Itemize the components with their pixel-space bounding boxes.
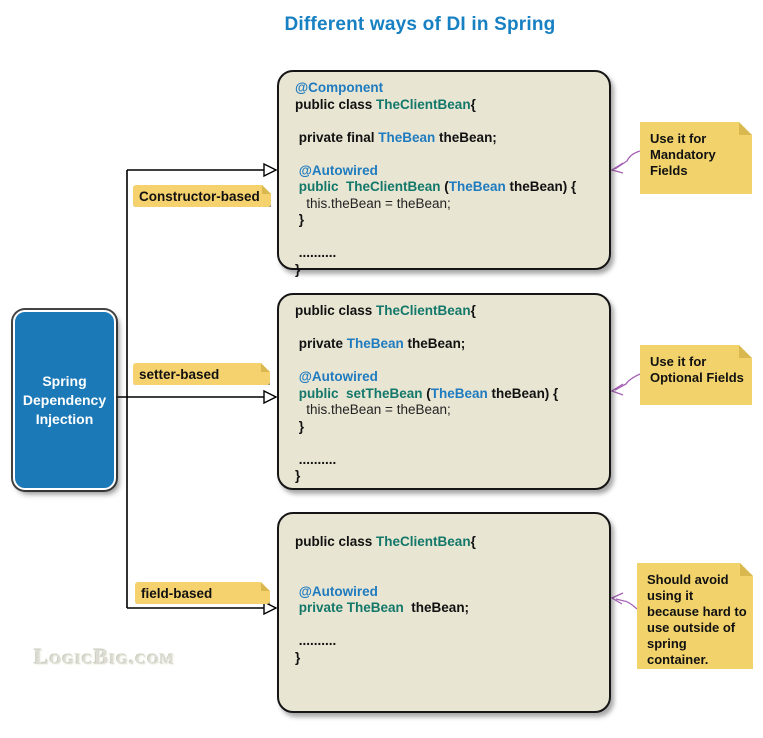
- folded-corner: [739, 122, 752, 135]
- note-connector-1-arrow: [610, 162, 624, 174]
- root-node-spring-dependency-injection: Spring Dependency Injection: [13, 310, 116, 490]
- sticky-note-text: Should avoid using it because hard to us…: [647, 572, 747, 667]
- folded-corner: [739, 345, 752, 358]
- note-connector-3-arrow: [610, 592, 624, 605]
- code-snippet: public class TheClientBean{ @Autowired p…: [295, 534, 476, 665]
- branch-label-text: Constructor-based: [139, 188, 260, 204]
- folded-corner: [740, 563, 753, 576]
- folded-corner: [261, 363, 270, 372]
- arrowhead-constructor: [263, 162, 278, 178]
- sticky-note-avoid-field-injection: Should avoid using it because hard to us…: [637, 563, 753, 669]
- branch-label-constructor-based: Constructor-based: [133, 185, 271, 207]
- page-title: Different ways of DI in Spring: [284, 14, 556, 35]
- note-connector-2-arrow: [610, 383, 624, 396]
- arrowhead-setter: [263, 389, 278, 405]
- logicbig-logo: LogicBig.com: [34, 644, 176, 669]
- note-connector-2: [614, 373, 641, 391]
- code-box-field-injection: public class TheClientBean{ @Autowired p…: [277, 512, 611, 713]
- sticky-note-mandatory-fields: Use it for Mandatory Fields: [640, 122, 752, 194]
- code-box-setter-injection: public class TheClientBean{ private TheB…: [277, 293, 611, 490]
- branch-label-setter-based: setter-based: [133, 363, 270, 385]
- code-snippet: public class TheClientBean{ private TheB…: [295, 303, 559, 483]
- branch-label-field-based: field-based: [135, 582, 270, 604]
- branch-label-text: field-based: [141, 585, 213, 601]
- root-node-label: Spring Dependency Injection: [22, 372, 107, 427]
- folded-corner: [261, 582, 270, 591]
- note-connector-1: [614, 150, 641, 170]
- sticky-note-text: Use it for Optional Fields: [650, 354, 744, 385]
- sticky-note-optional-fields: Use it for Optional Fields: [640, 345, 752, 405]
- note-connector-3: [615, 598, 638, 610]
- folded-corner: [262, 185, 271, 194]
- branch-label-text: setter-based: [139, 366, 220, 382]
- sticky-note-text: Use it for Mandatory Fields: [650, 131, 716, 178]
- tree-connector-path: [112, 169, 265, 609]
